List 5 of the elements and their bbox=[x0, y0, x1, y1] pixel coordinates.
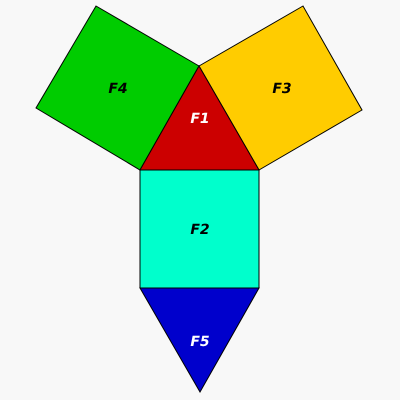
face-label: F3 bbox=[272, 82, 292, 96]
face-label: F5 bbox=[190, 335, 210, 349]
face-label: F1 bbox=[190, 112, 210, 126]
face-label: F4 bbox=[108, 82, 128, 96]
face-label: F2 bbox=[190, 223, 210, 237]
